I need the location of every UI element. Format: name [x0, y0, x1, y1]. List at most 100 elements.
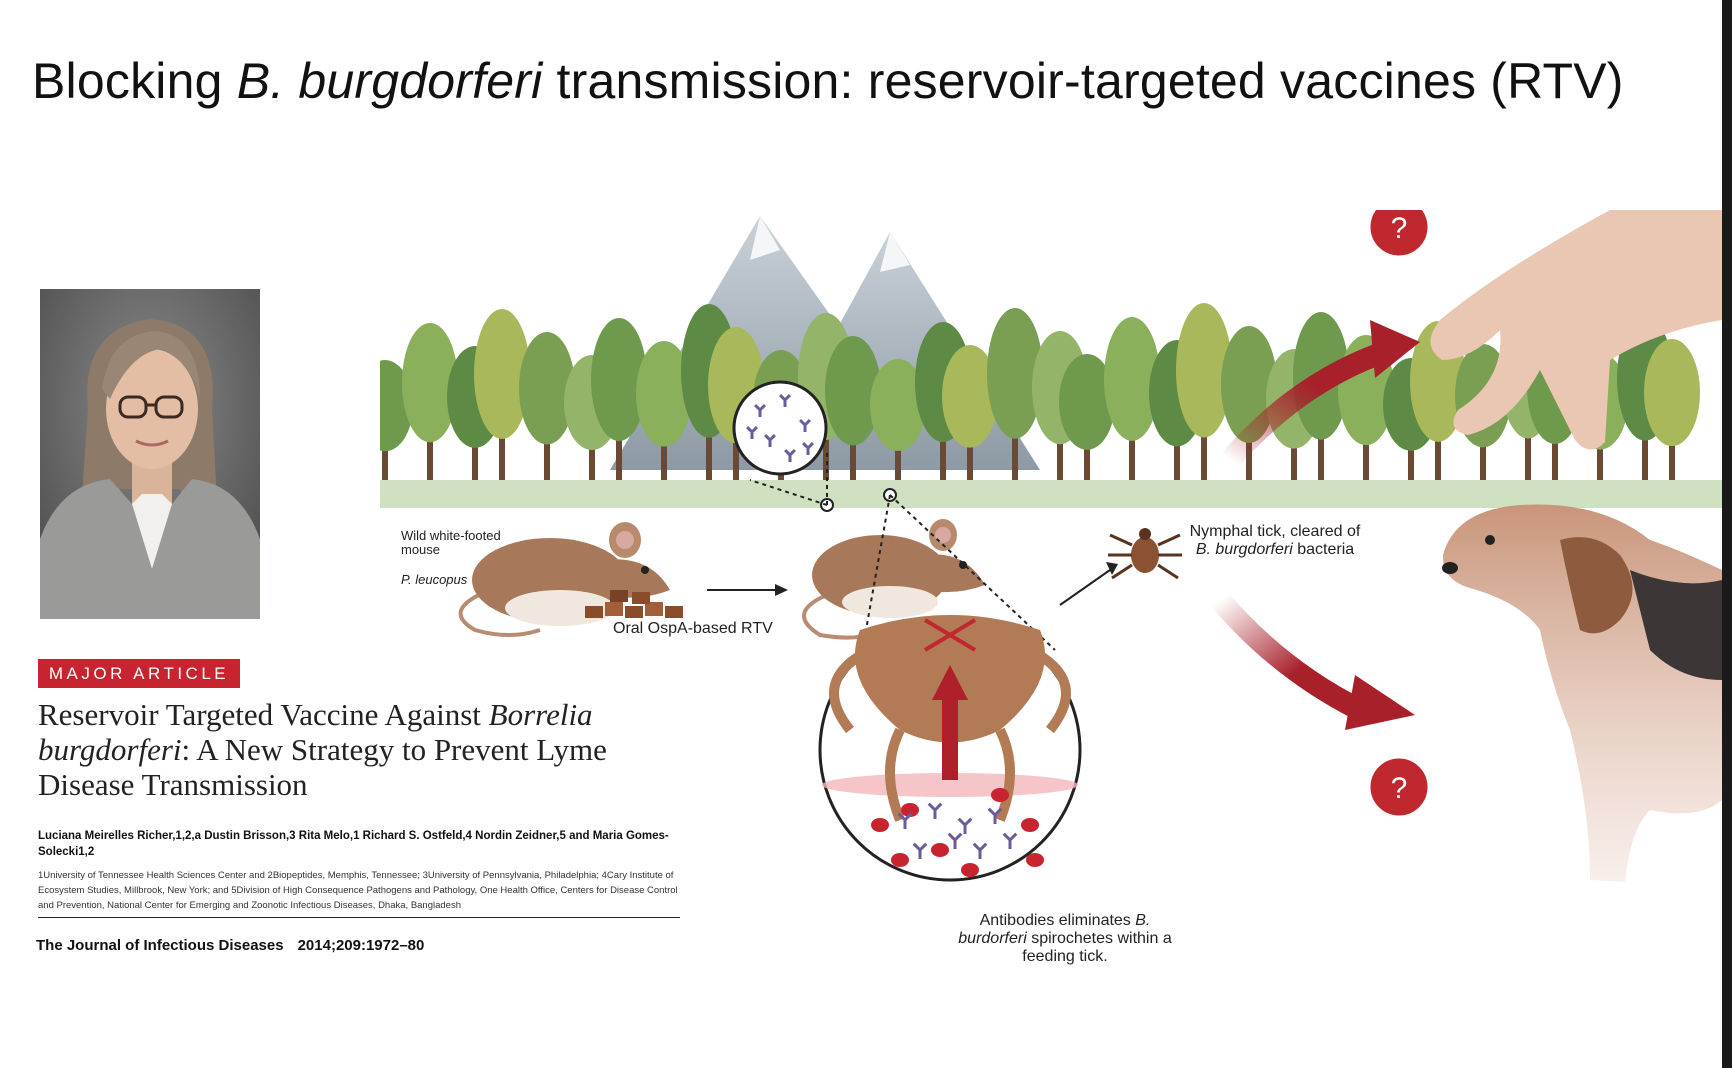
tree-trunk: [895, 425, 901, 480]
tree-trunk: [1642, 406, 1648, 480]
transmission-diagram: ? ?: [380, 210, 1722, 990]
antibody-icon: [912, 842, 928, 859]
antibody-icon: [764, 434, 776, 447]
rtv-label: Oral OspA-based RTV: [613, 620, 773, 637]
paper-title: Reservoir Targeted Vaccine Against Borre…: [38, 697, 607, 802]
tree-crown: [1644, 339, 1700, 447]
tree-crown: [987, 308, 1043, 439]
antibody-caption: Antibodies eliminates B.burdorferi spiro…: [958, 912, 1172, 965]
tree-crown: [519, 332, 575, 445]
tree-trunk: [499, 403, 505, 480]
antibody-icon: [927, 802, 943, 819]
process-arrow-to-nymph: [1059, 562, 1118, 606]
paper-authors: Luciana Meirelles Richer,1,2,a Dustin Br…: [38, 830, 669, 858]
tree-trunk: [1318, 404, 1324, 480]
tree-trunk: [706, 400, 712, 480]
tree-trunk: [1084, 423, 1090, 480]
question-human-icon: ?: [1367, 210, 1431, 259]
tree-trunk: [1597, 422, 1603, 480]
antibody-icon: [802, 442, 814, 455]
antibody-icon: [784, 449, 796, 462]
tree-trunk: [1525, 402, 1531, 480]
antibody-icon: [947, 832, 963, 849]
antibody-icon: [754, 404, 766, 417]
tree-trunk: [1291, 421, 1297, 480]
antibody-icon: [1002, 832, 1018, 849]
nymphal-tick-icon: [1108, 528, 1182, 580]
tree-trunk: [967, 419, 973, 480]
antibody-icon: [972, 842, 988, 859]
tree-trunk: [1057, 412, 1063, 480]
tree-trunk: [1201, 400, 1207, 480]
tree-trunk: [544, 413, 550, 480]
beagle-dog: [1442, 504, 1722, 882]
red-blood-cell: [891, 853, 909, 867]
tree-crown: [402, 323, 458, 443]
human-hand: [1430, 210, 1722, 450]
window-edge: [1722, 0, 1732, 1068]
red-blood-cell: [991, 788, 1009, 802]
tree-crown: [474, 309, 530, 439]
tree-trunk: [850, 415, 856, 480]
tree-trunk: [1552, 412, 1558, 480]
tree-trunk: [1363, 414, 1369, 480]
tree-trunk: [1669, 416, 1675, 480]
antibody-icon: [957, 817, 973, 834]
tree-crown: [1176, 303, 1232, 438]
mouse-label: Wild white-footed mouse: [401, 528, 501, 557]
red-blood-cell: [1021, 818, 1039, 832]
species-label: P. leucopus: [401, 572, 468, 587]
tree-trunk: [427, 409, 433, 480]
antibody-icon: [799, 419, 811, 432]
tree-crown: [870, 359, 926, 451]
nymph-label-line2: B. burgdorferi bacteria: [1195, 541, 1355, 558]
svg-text:?: ?: [1391, 212, 1408, 245]
tree-trunk: [589, 423, 595, 480]
tree-crown: [825, 336, 881, 446]
antibody-icon: [897, 812, 913, 829]
tree-trunk: [1435, 408, 1441, 480]
antibody-icon: [746, 426, 758, 439]
paper-affiliations: 1University of Tennessee Health Sciences…: [38, 870, 678, 911]
tree-trunk: [1174, 417, 1180, 480]
tree-trunk: [940, 408, 946, 480]
tick-feeding-zoom-circle: [818, 494, 1082, 882]
tree-trunk: [616, 407, 622, 480]
slide-title: Blocking B. burgdorferi transmission: re…: [32, 53, 1624, 109]
red-blood-cell: [871, 818, 889, 832]
red-blood-cell: [901, 803, 919, 817]
transmission-arrow-to-dog: [1211, 592, 1415, 730]
tree-trunk: [661, 417, 667, 480]
tree-crown: [591, 318, 647, 442]
process-arrow: [707, 584, 788, 596]
transmission-arrow-to-human: [1221, 320, 1420, 468]
rtv-bait-pellets: [585, 590, 683, 618]
vaccinated-mouse-icon: [802, 488, 985, 640]
svg-text:?: ?: [1391, 772, 1408, 805]
red-blood-cell: [931, 843, 949, 857]
tree-crown: [636, 341, 692, 447]
tree-trunk: [472, 419, 478, 480]
tree-trunk: [382, 426, 388, 480]
article-type-badge: MAJOR ARTICLE: [38, 659, 240, 688]
antibody-zoom-circle: [732, 380, 828, 506]
red-blood-cell: [1026, 853, 1044, 867]
mouse-icon: [458, 522, 670, 637]
tree-trunk: [1408, 425, 1414, 480]
author-photo: [40, 289, 260, 619]
tree-trunk: [1129, 406, 1135, 480]
red-blood-cell: [961, 863, 979, 877]
tree-crown: [1104, 317, 1160, 441]
tree-trunk: [1480, 418, 1486, 480]
antibody-icon: [987, 807, 1003, 824]
question-dog-icon: ?: [1367, 755, 1431, 819]
nymph-label-line1: Nymphal tick, cleared of: [1189, 523, 1361, 540]
tree-crown: [1059, 354, 1115, 450]
divider: [38, 917, 680, 918]
tree-trunk: [1012, 402, 1018, 480]
tree-trunk: [823, 404, 829, 480]
antibody-icon: [779, 394, 791, 407]
tree-crown: [942, 345, 998, 448]
